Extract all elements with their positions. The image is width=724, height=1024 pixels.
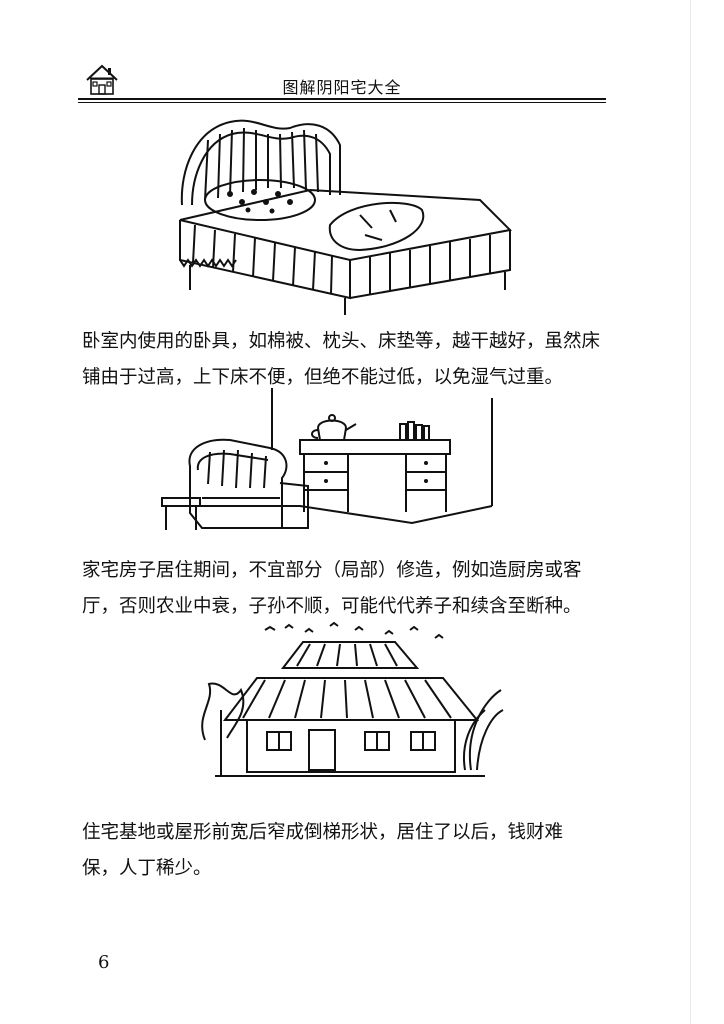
- paragraph-3: 住宅基地或屋形前宽后窄成倒梯形状，居住了以后，钱财难 保，人丁稀少。: [82, 815, 620, 887]
- running-header: 图解阴阳宅大全: [78, 62, 606, 103]
- paragraph-line: 家宅房子居住期间，不宜部分（局部）修造，例如造厨房或客: [82, 560, 582, 581]
- page-number: 6: [98, 952, 110, 973]
- header-rule: [78, 98, 606, 100]
- house-illustration: [185, 620, 505, 790]
- paragraph-line: 保，人丁稀少。: [82, 858, 212, 879]
- paragraph-line: 住宅基地或屋形前宽后窄成倒梯形状，居住了以后，钱财难: [82, 822, 564, 843]
- bed-illustration: [160, 110, 530, 320]
- header-rule-thin: [78, 102, 606, 103]
- paragraph-line: 铺由于过高，上下床不便，但绝不能过低，以免湿气过重。: [82, 367, 564, 388]
- paragraph-1: 卧室内使用的卧具，如棉被、枕头、床垫等，越干越好，虽然床 铺由于过高，上下床不便…: [82, 324, 620, 396]
- paragraph-2: 家宅房子居住期间，不宜部分（局部）修造，例如造厨房或客 厅，否则农业中衰，子孙不…: [82, 553, 620, 625]
- room-illustration: [150, 388, 510, 538]
- paragraph-line: 卧室内使用的卧具，如棉被、枕头、床垫等，越干越好，虽然床: [82, 331, 601, 352]
- house-logo-icon: [84, 62, 120, 98]
- paragraph-line: 厅，否则农业中衰，子孙不顺，可能代代养子和续含至断种。: [82, 596, 582, 617]
- page-edge-shadow: [690, 0, 691, 1024]
- book-title: 图解阴阳宅大全: [282, 78, 402, 97]
